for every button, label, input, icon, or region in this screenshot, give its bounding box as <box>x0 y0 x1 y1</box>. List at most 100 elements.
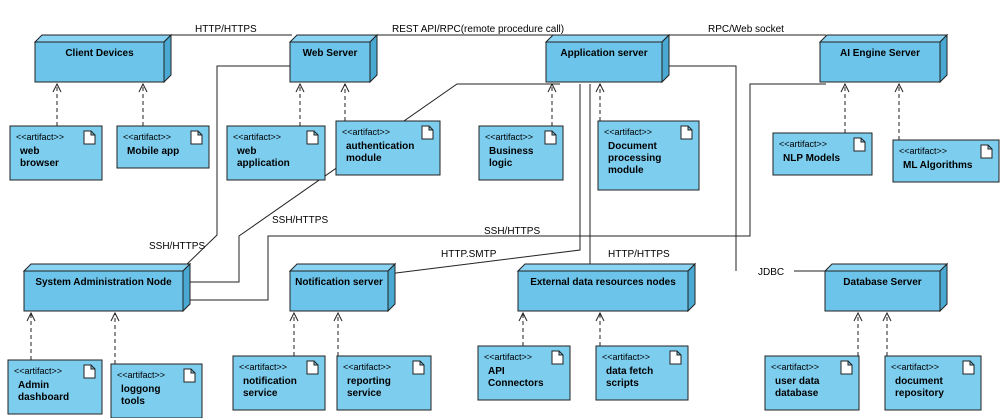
artifact-stereotype: <<artifact>> <box>485 132 533 142</box>
document-icon <box>306 130 319 145</box>
dependency-arrowhead <box>518 311 528 322</box>
artifact-stereotype: <<artifact>> <box>342 127 390 137</box>
artifact-stereotype: <<artifact>> <box>233 132 281 142</box>
node-external-data-nodes[interactable]: External data resources nodes <box>516 262 697 313</box>
dependency-document-processing <box>595 82 605 121</box>
artifact-name-line: reporting <box>347 376 391 387</box>
node-label: Database Server <box>843 277 921 288</box>
artifact-stereotype: <<artifact>> <box>604 127 652 137</box>
artifact-mobile-app[interactable]: <<artifact>>Mobile app <box>116 125 210 169</box>
connection-labels: HTTP/HTTPS REST API/RPC(remote procedure… <box>149 24 784 278</box>
artifact-ml-algorithms[interactable]: <<artifact>> ML Algorithms <box>892 139 1000 183</box>
node-client-devices[interactable]: Client Devices <box>33 33 173 84</box>
document-icon <box>83 364 96 379</box>
dependency-arrowhead <box>595 311 605 322</box>
dependency-user-data-database <box>853 311 863 356</box>
artifact-stereotype: <<artifact>> <box>123 132 171 142</box>
connections <box>164 34 826 301</box>
node-notification-server[interactable]: Notification server <box>288 262 397 313</box>
dependency-arrowhead <box>853 311 863 322</box>
node-system-admin-node[interactable]: System Administration Node <box>22 262 192 313</box>
document-icon <box>853 137 866 152</box>
document-icon <box>680 125 693 140</box>
artifact-name-line: database <box>775 388 819 399</box>
artifact-name-line: dashboard <box>18 392 69 403</box>
dependency-logging-tools <box>110 311 120 364</box>
node-database-server[interactable]: Database Server <box>823 262 949 313</box>
artifact-stereotype: <<artifact>> <box>899 146 947 156</box>
artifact-name-line: loggong <box>121 384 160 395</box>
node-label: Client Devices <box>65 48 134 59</box>
node-label: System Administration Node <box>35 277 172 288</box>
document-icon <box>551 350 564 365</box>
dependency-web-application <box>295 82 305 126</box>
artifact-name-line: NLP Models <box>783 153 840 164</box>
node-ai-engine-server[interactable]: AI Engine Server <box>818 33 949 84</box>
label-app-ai: RPC/Web socket <box>708 24 784 35</box>
node-front-face <box>819 41 941 83</box>
node-side-face <box>939 262 948 313</box>
node-application-server[interactable]: Application server <box>544 33 671 84</box>
artifact-name-line: logic <box>489 158 513 169</box>
node-label: Notification server <box>295 277 383 288</box>
dependencies <box>26 82 904 364</box>
document-icon <box>83 130 96 145</box>
artifact-name-line: notification <box>243 376 297 387</box>
artifact-stereotype: <<artifact>> <box>891 362 939 372</box>
document-icon <box>962 360 975 375</box>
node-label: Application server <box>560 48 647 59</box>
label-client-web: HTTP/HTTPS <box>195 24 257 35</box>
node-front-face <box>34 41 165 83</box>
node-top-face <box>22 263 192 272</box>
node-side-face <box>369 33 378 84</box>
node-front-face <box>23 270 184 312</box>
dependency-arrowhead <box>289 311 299 322</box>
connector-app-database-a <box>662 65 737 271</box>
dependency-arrowhead <box>138 82 148 93</box>
artifact-name-line: ML Algorithms <box>903 160 973 171</box>
document-icon <box>190 130 203 145</box>
node-web-server[interactable]: Web Server <box>288 33 379 84</box>
dependency-notification-service <box>289 311 299 356</box>
dependency-arrowhead <box>595 82 605 93</box>
artifact-name-line: document <box>895 376 943 387</box>
label-app-external: HTTP/HTTPS <box>608 249 670 260</box>
artifact-name-line: repository <box>895 388 944 399</box>
artifact-name-line: API <box>488 366 505 377</box>
artifact-name-line: authentication <box>346 141 414 152</box>
document-icon <box>669 350 682 365</box>
dependency-arrowhead <box>547 82 557 93</box>
dependency-arrowhead <box>333 311 343 322</box>
artifact-stereotype: <<artifact>> <box>16 132 64 142</box>
dependency-arrowhead <box>840 82 850 93</box>
dependency-document-repository <box>882 311 892 356</box>
node-side-face <box>387 262 396 313</box>
dependency-mobile-app <box>138 82 148 126</box>
label-admin-ai: SSH/HTTPS <box>484 226 540 237</box>
node-label: AI Engine Server <box>840 48 920 59</box>
artifact-name-line: tools <box>121 396 145 407</box>
dependency-reporting-service <box>333 311 343 356</box>
document-icon <box>840 360 853 375</box>
artifact-name-line: web <box>236 146 256 157</box>
dependency-arrowhead <box>26 311 36 322</box>
dependency-arrowhead <box>340 82 350 93</box>
node-side-face <box>661 33 670 84</box>
dependency-api-connectors <box>518 311 528 346</box>
artifact-nlp-models[interactable]: <<artifact>>NLP Models <box>772 132 873 176</box>
